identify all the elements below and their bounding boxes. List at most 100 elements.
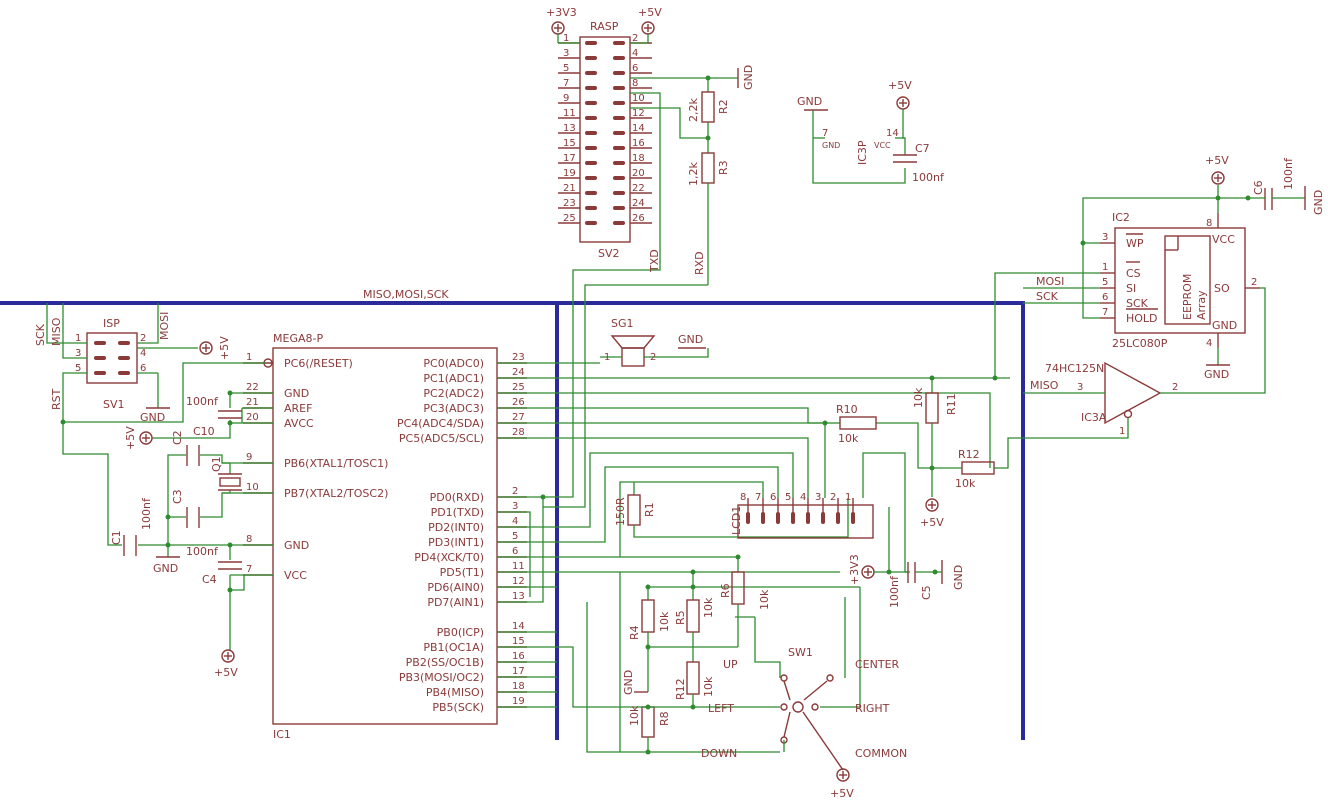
r2-name: R2 [717,99,730,114]
c10-value: 100nf [186,395,219,408]
lcd-pin-number: 1 [845,492,851,503]
ic2-pin-number: 3 [1102,232,1108,243]
gnd-sv2-label: GND [742,65,755,90]
sv2-pin-contact [585,71,597,75]
sv2-pin-number: 2 [632,33,638,44]
sv2-pin-contact [585,56,597,60]
lcd-pin-number: 7 [755,492,761,503]
ic1-pin-name: PB3(MOSI/OC2) [399,671,484,684]
sv2-pin-number: 24 [632,198,645,209]
p5v-isp-label: +5V [218,336,231,360]
sv2-pins: 1357911131517192123252468101214161820222… [558,33,652,225]
sv2-rasp-header: RASP SV2 1357911131517192123252468101214… [558,20,652,260]
gnd-c1-label: GND [153,562,178,575]
ic2-pin-name: SI [1126,282,1136,295]
isp-pin-number: 3 [75,348,81,359]
r2-resistor [701,78,715,138]
isp-title: ISP [103,317,120,330]
sv2-pin-contact [613,176,625,180]
r10-name: R11 [945,393,958,415]
c1-value: 100nf [140,497,153,530]
ic1-pin-number: 18 [512,681,525,692]
ic1-pin-number: 14 [512,621,525,632]
r4-value: 10k [658,611,671,632]
r11-value: 10k [955,477,976,490]
c4-name: C4 [202,573,217,586]
c2-name: C2 [171,430,184,445]
mosi-net-label: MOSI [1036,275,1064,288]
c3-name: C3 [171,489,184,504]
sv2-pin-number: 14 [632,123,645,134]
sg1-pin1: 1 [604,352,610,363]
ic1-pin-name: PC1(ADC1) [423,372,484,385]
r5-value: 10k [702,597,715,618]
sv2-pin-contact [585,41,597,45]
sv2-pin-contact [613,131,625,135]
r8-value: 10k [628,705,641,726]
p5v-bottom-left-label: +5V [214,666,238,679]
ic1-pin-number: 1 [246,352,252,363]
c1-capacitor [123,535,137,556]
ic1-pin-number: 16 [512,651,525,662]
ic1-pin-number: 3 [512,501,518,512]
gnd-c6-label: GND [1312,190,1325,215]
ic1-pin-name: PB4(MISO) [426,686,484,699]
ic2-pin-name: GND [1212,319,1237,332]
ic1-pin-number: 25 [512,382,525,393]
c6-value: 100nf [1282,157,1295,190]
sv2-pin-number: 1 [563,33,569,44]
sv2-pin-number: 10 [632,93,645,104]
ic2-array-2: Array [1195,290,1208,320]
sw1-name: SW1 [788,646,813,659]
sv2-pin-contact [613,86,625,90]
isp-pin-number: 1 [75,333,81,344]
ic1-pin-number: 4 [512,516,518,527]
lcd-pin-contact [791,512,795,524]
r3-name: R3 [717,160,730,175]
r9-value: 10k [838,432,859,445]
ic1-pin-name: PC0(ADC0) [423,357,484,370]
ic1-pin-number: 26 [512,397,525,408]
isp-wires [46,303,198,422]
ic1-pin-number: 12 [512,576,525,587]
sw1-joystick [780,674,844,771]
sv2-pin-contact [613,146,625,150]
joystick-resistor-network [586,557,861,755]
ic3a-pin-oe: 1 [1119,426,1125,437]
r11-resistor [932,428,1129,475]
ic1-pin-number: 19 [512,696,525,707]
c5-value: 100nf [888,575,901,608]
r6-value: 10k [758,589,771,610]
lcd1-name: LCD1 [730,506,743,535]
c7-value: 100nf [912,171,945,184]
r12-value: 10k [702,676,715,697]
q1-name: Q1 [210,456,223,472]
sv2-pin-contact [585,161,597,165]
p5v-sw1-label: +5V [830,787,854,800]
r10-value: 10k [912,387,925,408]
isp-pin-contact [118,356,130,360]
gnd-sg1-label: GND [678,333,703,346]
p3v3-c5-label: +3V3 [848,554,861,585]
lcd-pin-number: 4 [800,492,806,503]
sv2-pin-contact [613,206,625,210]
c3-capacitor [186,507,200,528]
p5v-c2-label: +5V [124,426,137,450]
isp-miso-label: MISO [50,317,63,346]
isp-pin-number: 5 [75,363,81,374]
power-5v-bottom-left [221,649,235,663]
ic1-pin-name: PD6(AIN0) [427,581,484,594]
sw1-left: LEFT [708,702,734,715]
ic2-pin-number: 7 [1102,307,1108,318]
ic1-pin-number: 28 [512,427,525,438]
ic2-pin-name: VCC [1212,233,1235,246]
sv2-pin-number: 6 [632,63,638,74]
ic1-right-pins: 23PC0(ADC0)24PC1(ADC1)25PC2(ADC2)26PC3(A… [397,352,527,714]
ic1-pin-name: PD7(AIN1) [427,596,484,609]
sv2-pin-contact [585,146,597,150]
sv2-pin-number: 25 [563,213,576,224]
ic1-pin-number: 20 [246,412,259,423]
